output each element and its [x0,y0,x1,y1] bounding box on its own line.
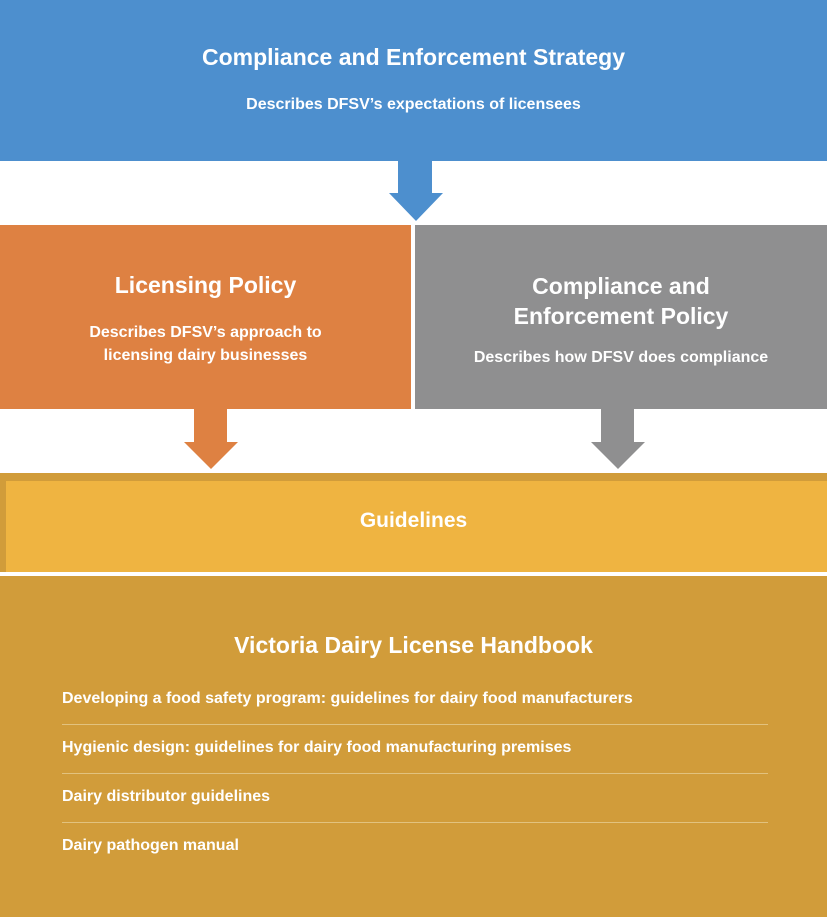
strategy-subtitle: Describes DFSV’s expectations of license… [246,96,581,113]
handbook-item: Developing a food safety program: guidel… [62,676,768,725]
licensing-subtitle-line: Describes DFSV’s approach to [89,324,322,341]
handbook-item: Dairy pathogen manual [62,837,239,854]
guidelines-title: Guidelines [359,509,468,532]
down-arrow-icon [184,409,238,469]
compliance-policy-title: Compliance and Enforcement Policy [415,271,827,331]
guidelines-inner [6,481,827,572]
strategy-title: Compliance and Enforcement Strategy [201,44,626,70]
licensing-title: Licensing Policy [114,272,297,298]
compliance-policy-subtitle: Describes how DFSV does compliance [473,349,769,366]
handbook-item: Dairy distributor guidelines [62,774,768,823]
compliance-policy-box: Compliance and Enforcement Policy Descri… [415,225,827,409]
licensing-policy-box: Licensing Policy Describes DFSV’s approa… [0,225,411,409]
handbook-title: Victoria Dairy License Handbook [234,632,593,658]
licensing-subtitle-line: licensing dairy businesses [103,347,308,364]
strategy-box: Compliance and Enforcement Strategy Desc… [0,0,827,161]
handbook-list: Developing a food safety program: guidel… [62,676,768,872]
compliance-title-line: Enforcement Policy [513,303,729,329]
guidelines-box: Guidelines [0,473,827,572]
licensing-subtitle: Describes DFSV’s approach to licensing d… [0,321,411,367]
down-arrow-icon [389,161,443,221]
compliance-title-line: Compliance and [532,273,710,299]
handbook-item: Hygienic design: guidelines for dairy fo… [62,725,768,774]
down-arrow-icon [591,409,645,469]
handbook-box: Victoria Dairy License Handbook Developi… [0,576,827,917]
